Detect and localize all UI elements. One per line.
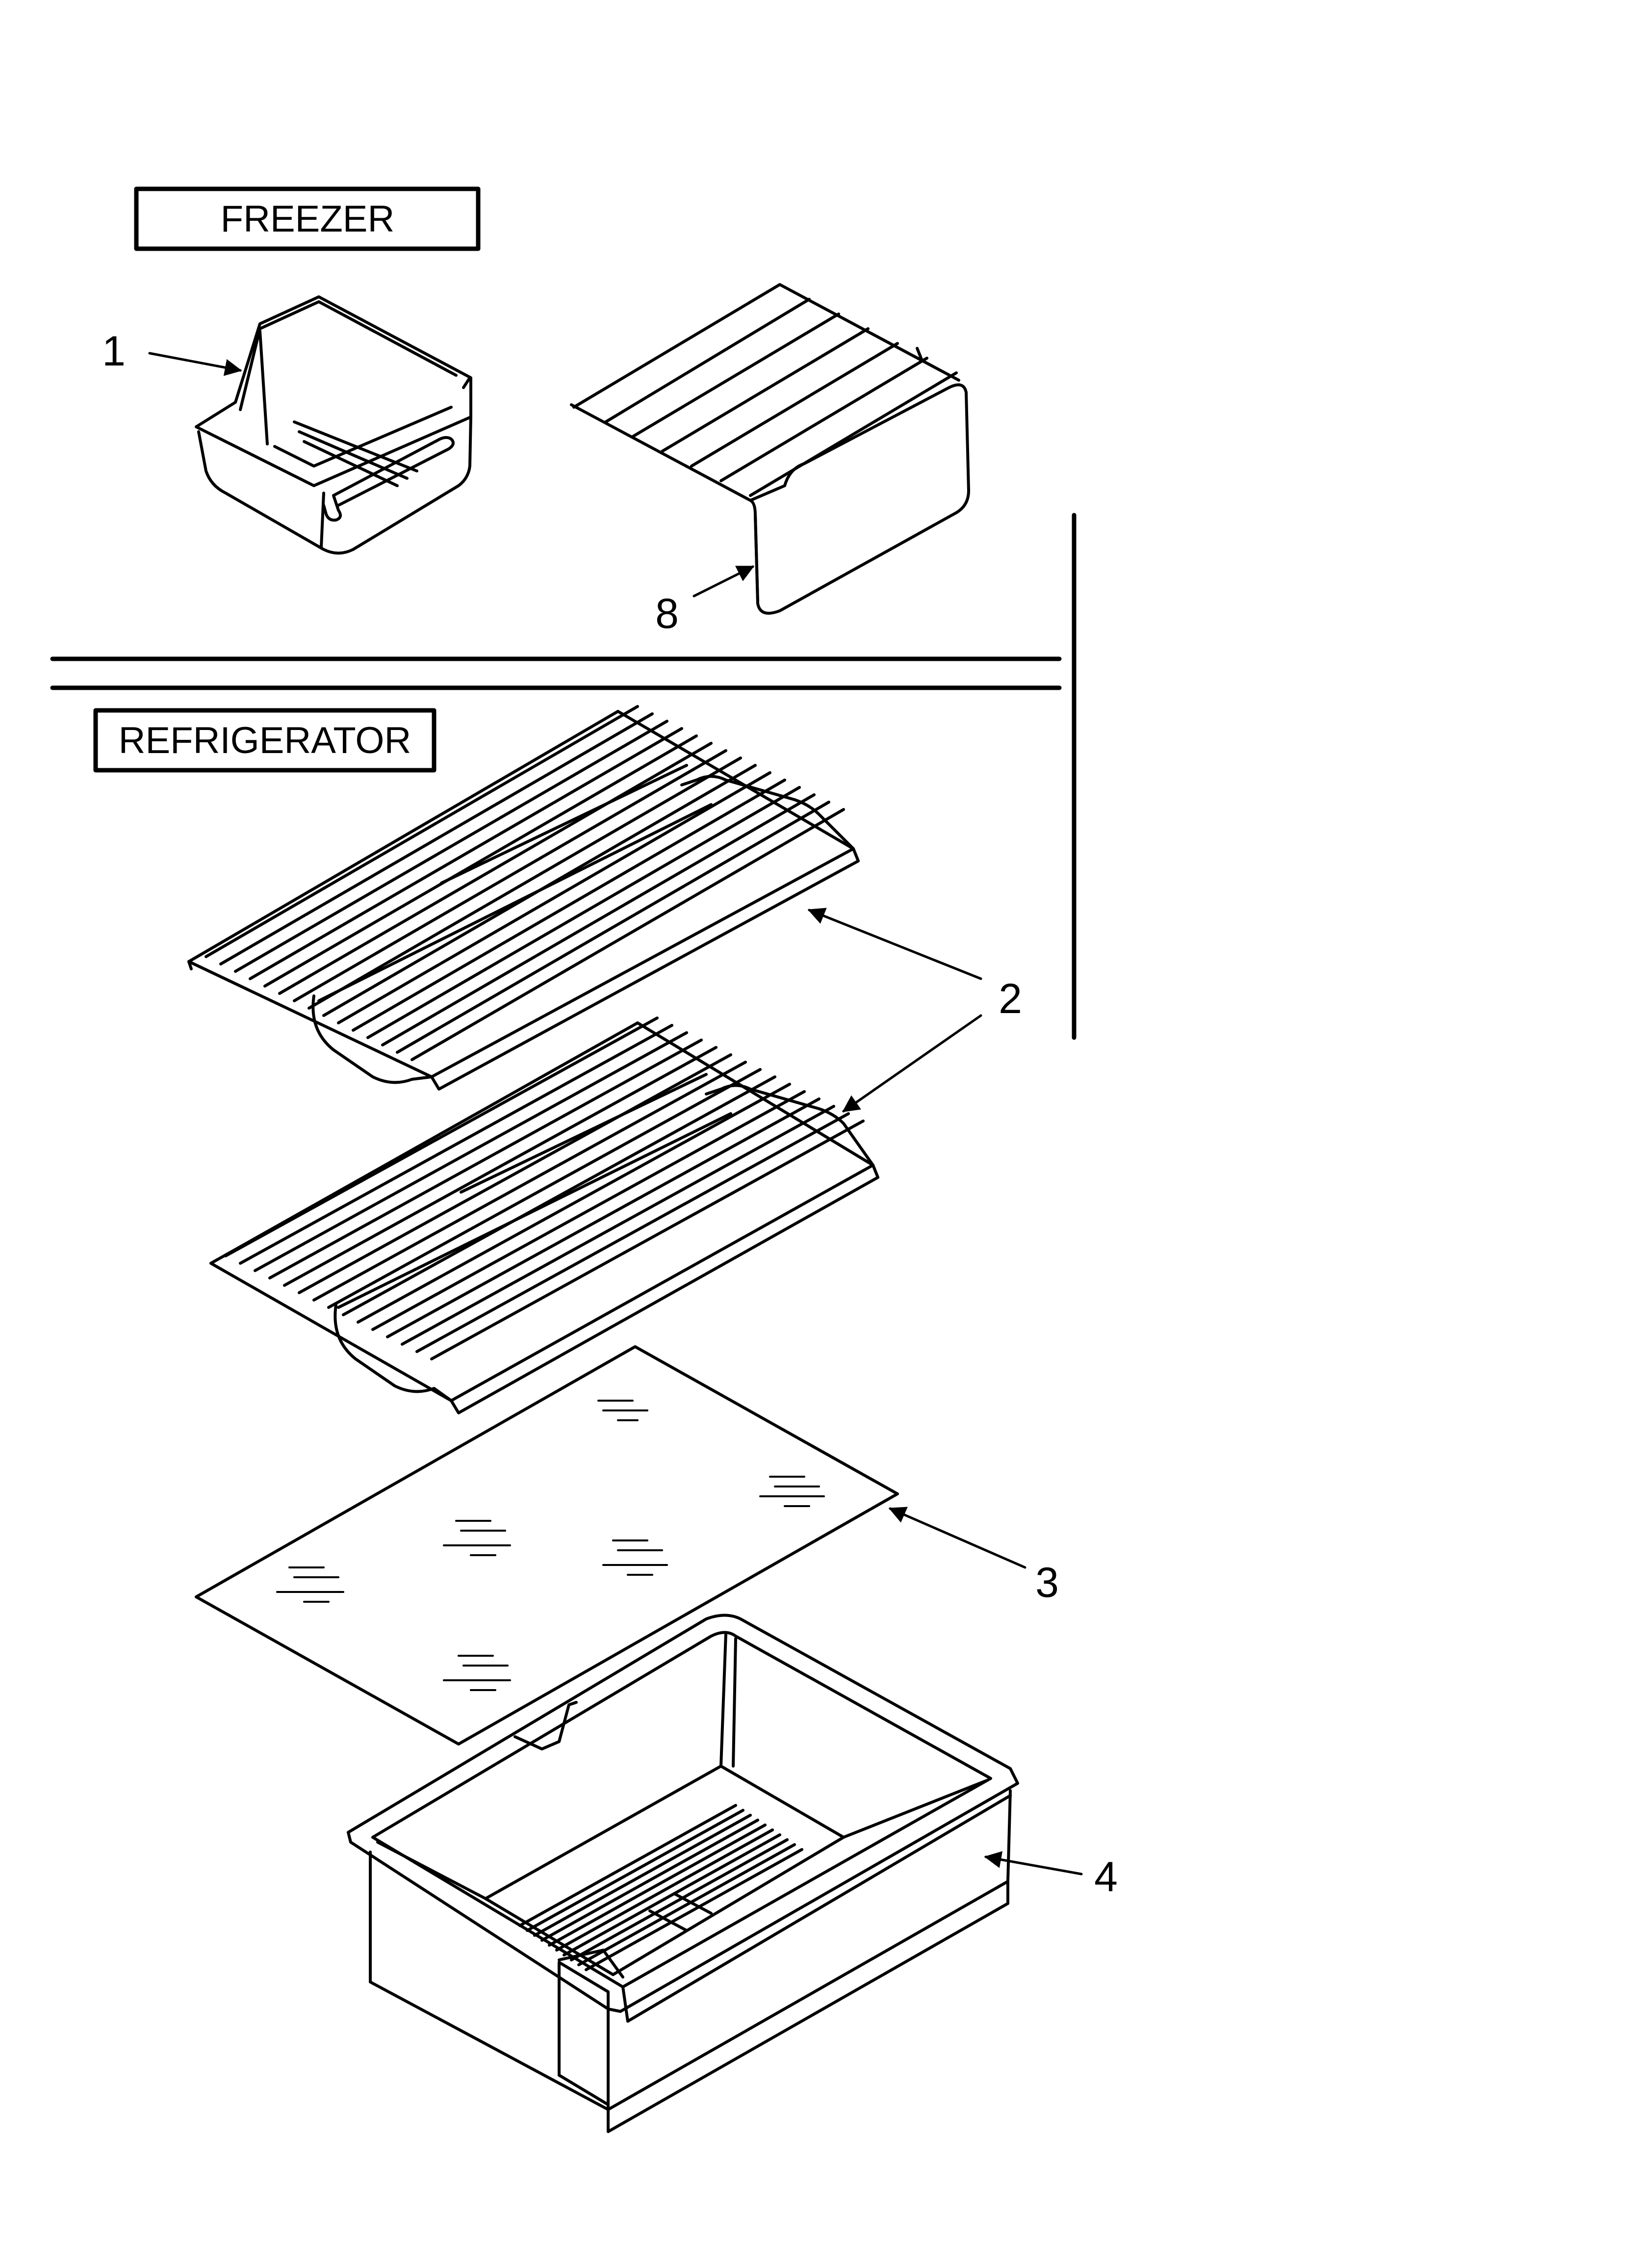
crisper-drawer-drawing bbox=[347, 1614, 1019, 2133]
callout-3-label: 3 bbox=[1035, 1559, 1059, 1606]
freezer-section-label: FREEZER bbox=[134, 186, 481, 251]
callout-4-label: 4 bbox=[1094, 1853, 1118, 1901]
callout-arrow-1 bbox=[148, 352, 242, 376]
freezer-basket-drawing bbox=[195, 295, 472, 555]
callout-2-label: 2 bbox=[999, 975, 1022, 1022]
lower-shelf-drawing bbox=[209, 1017, 879, 1414]
callout-arrow-4 bbox=[984, 1851, 1083, 1876]
callout-arrow-8 bbox=[693, 565, 755, 598]
callout-arrow-3 bbox=[888, 1507, 1026, 1569]
glass-reflection-marks bbox=[276, 1400, 825, 1691]
callout-arrow-2a bbox=[807, 908, 982, 980]
refrigerator-label-text: REFRIGERATOR bbox=[119, 720, 411, 761]
callout-8-label: 8 bbox=[655, 590, 679, 637]
freezer-wire-shelf-drawing bbox=[570, 283, 970, 615]
glass-shelf-drawing bbox=[195, 1345, 899, 1746]
refrigerator-section-label: REFRIGERATOR bbox=[93, 708, 436, 773]
callout-1-label: 1 bbox=[102, 328, 126, 375]
upper-shelf-drawing bbox=[187, 705, 860, 1091]
callout-arrow-2b bbox=[842, 1014, 982, 1113]
freezer-label-text: FREEZER bbox=[221, 198, 395, 240]
